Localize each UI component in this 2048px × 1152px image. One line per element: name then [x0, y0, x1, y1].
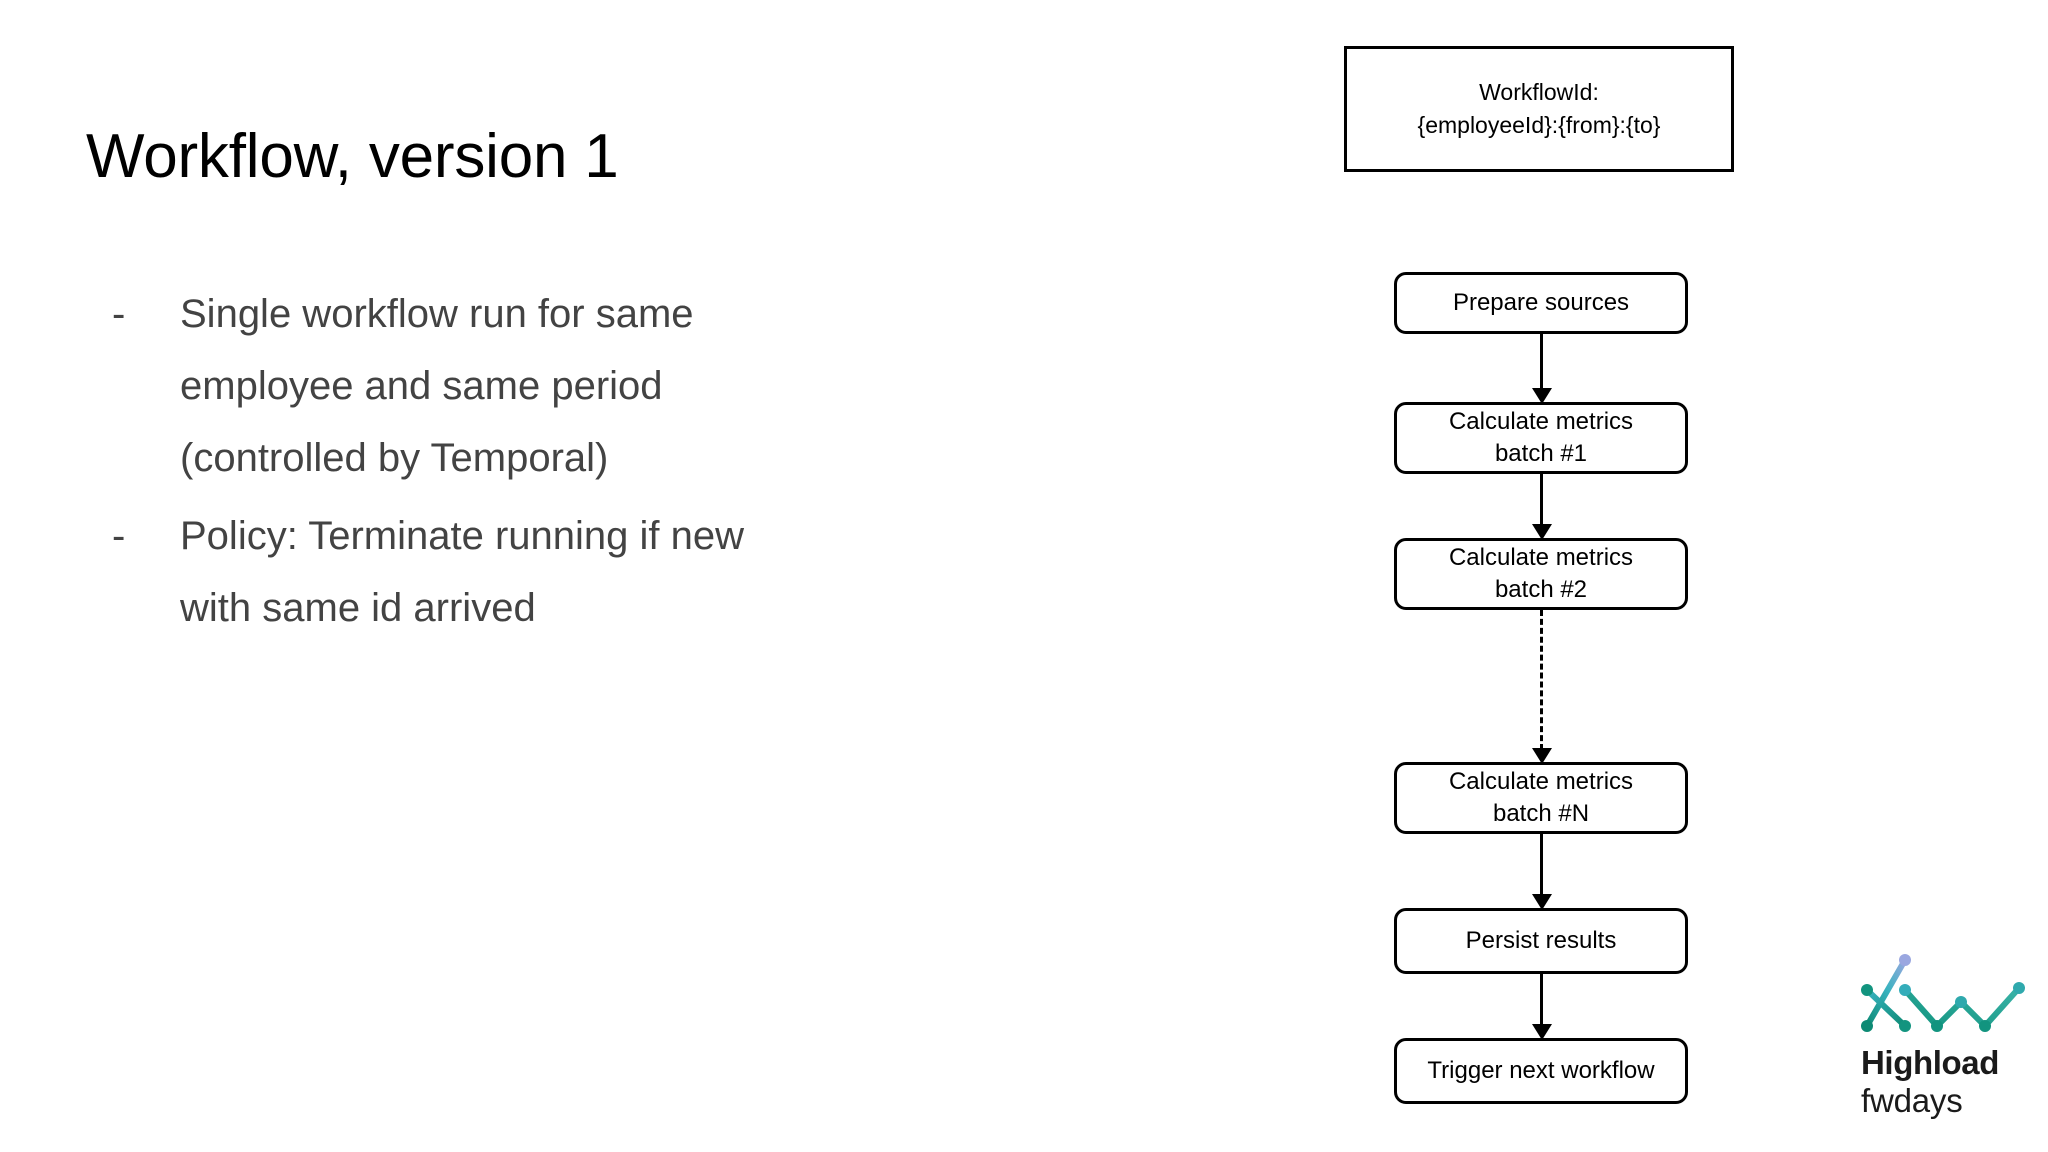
- bullet-text: Single workflow run for same employee an…: [180, 292, 694, 480]
- arrow-connector: [1532, 834, 1552, 910]
- flow-node-sublabel: batch #1: [1494, 440, 1588, 467]
- flow-node-prepare-sources: Prepare sources: [1394, 272, 1688, 334]
- workflow-diagram: WorkflowId: {employeeId}:{from}:{to} Pre…: [1330, 0, 1760, 1110]
- arrow-shaft: [1540, 474, 1543, 526]
- arrow-head-icon: [1532, 748, 1552, 764]
- bullet-marker: -: [112, 292, 126, 336]
- bullet-text: Policy: Terminate running if new with sa…: [180, 514, 744, 630]
- arrow-shaft: [1540, 974, 1543, 1026]
- arrow-connector-dashed: [1532, 610, 1552, 764]
- arrow-head-icon: [1532, 388, 1552, 404]
- workflow-id-label: WorkflowId:: [1479, 79, 1599, 105]
- arrow-connector: [1532, 474, 1552, 540]
- workflow-id-template: {employeeId}:{from}:{to}: [1417, 112, 1661, 138]
- flow-node-label: Calculate metrics: [1448, 544, 1634, 571]
- arrow-connector: [1532, 334, 1552, 404]
- highload-fwdays-logo: Highload fwdays: [1855, 948, 2045, 1128]
- arrow-head-icon: [1532, 894, 1552, 910]
- flow-node-persist-results: Persist results: [1394, 908, 1688, 974]
- flow-node-label: Prepare sources: [1452, 289, 1630, 316]
- page-title: Workflow, version 1: [86, 122, 619, 191]
- flow-node-label: Trigger next workflow: [1427, 1057, 1655, 1084]
- arrow-shaft-dashed: [1540, 610, 1543, 750]
- bullet-marker: -: [112, 514, 126, 558]
- flow-node-calculate-metrics-batch-n: Calculate metrics batch #N: [1394, 762, 1688, 834]
- arrow-shaft: [1540, 334, 1543, 390]
- fwdays-zigzag-icon: [1861, 954, 2025, 1032]
- bullet-list: - Single workflow run for same employee …: [112, 278, 912, 650]
- workflow-id-box: WorkflowId: {employeeId}:{from}:{to}: [1344, 46, 1734, 172]
- flow-node-label: Calculate metrics: [1448, 408, 1634, 435]
- arrow-shaft: [1540, 834, 1543, 896]
- flow-node-sublabel: batch #2: [1494, 576, 1588, 603]
- flow-node-calculate-metrics-batch-1: Calculate metrics batch #1: [1394, 402, 1688, 474]
- arrow-head-icon: [1532, 524, 1552, 540]
- arrow-connector: [1532, 974, 1552, 1040]
- flow-node-label: Calculate metrics: [1448, 768, 1634, 795]
- flow-node-trigger-next-workflow: Trigger next workflow: [1394, 1038, 1688, 1104]
- list-item: - Single workflow run for same employee …: [112, 278, 912, 494]
- flow-node-calculate-metrics-batch-2: Calculate metrics batch #2: [1394, 538, 1688, 610]
- logo-highload-text: Highload: [1861, 1044, 1999, 1081]
- flow-node-sublabel: batch #N: [1492, 800, 1590, 827]
- arrow-head-icon: [1532, 1024, 1552, 1040]
- list-item: - Policy: Terminate running if new with …: [112, 500, 912, 644]
- logo-fwdays-text: fwdays: [1861, 1082, 1963, 1119]
- flow-node-label: Persist results: [1465, 927, 1617, 954]
